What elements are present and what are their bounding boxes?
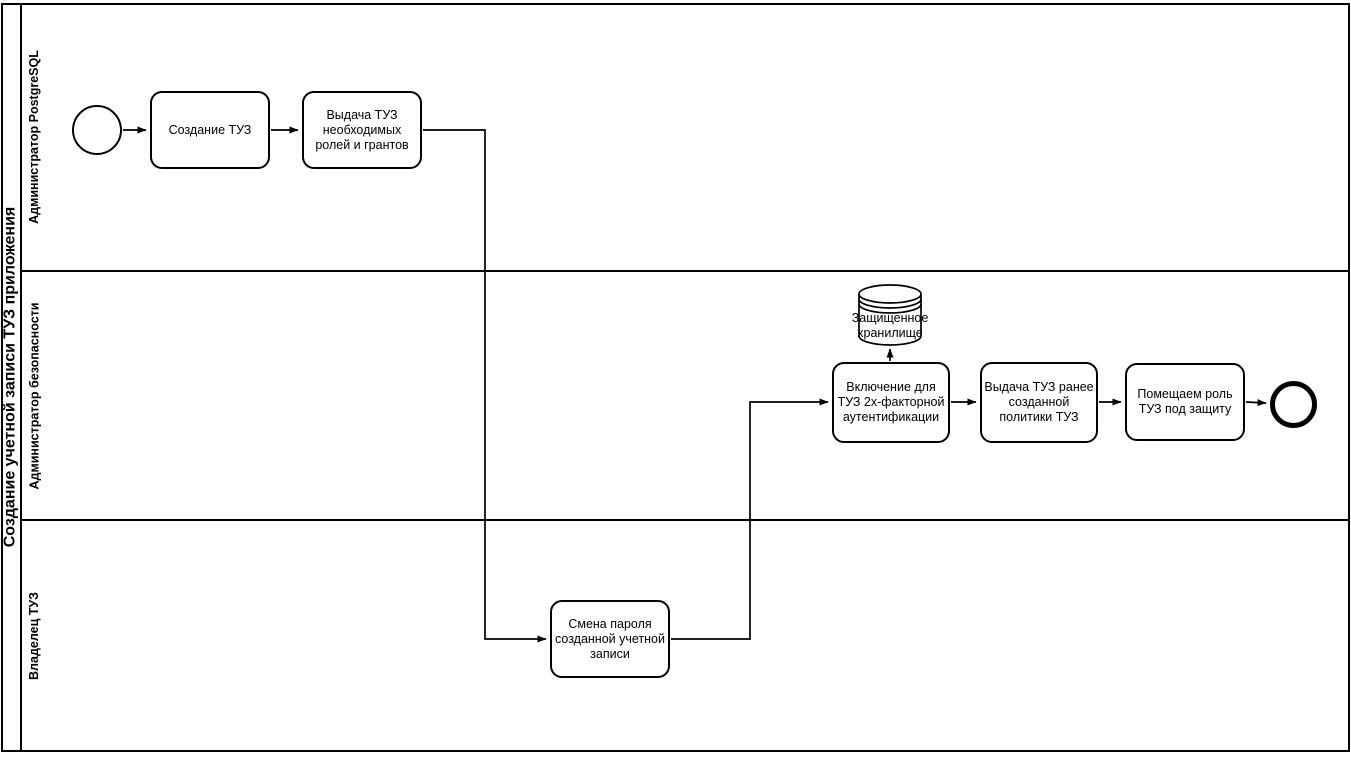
task-assign-policy[interactable]: Выдача ТУЗ ранее созданной политики ТУЗ: [980, 362, 1098, 443]
start-event[interactable]: [72, 105, 122, 155]
task-grant-roles[interactable]: Выдача ТУЗ необходимых ролей и грантов: [302, 91, 422, 169]
lane-label-administrator-security[interactable]: Администратор безопасности: [27, 302, 42, 490]
task-label: Создание ТУЗ: [168, 122, 252, 137]
pool-border: [1, 3, 1350, 752]
lane-divider-1: [20, 270, 1350, 272]
lane-label-administrator-postgresql[interactable]: Администратор PostgreSQL: [27, 50, 41, 224]
end-event[interactable]: [1270, 381, 1317, 428]
task-label: Смена пароля созданной учетной записи: [555, 616, 665, 661]
pool-title[interactable]: Создание учетной записи ТУЗ приложения: [1, 206, 19, 548]
lane-divider-2: [20, 519, 1350, 521]
task-label: Выдача ТУЗ ранее созданной политики ТУЗ: [984, 380, 1094, 424]
task-label: Помещаем роль ТУЗ под защиту: [1137, 387, 1233, 416]
pool-title-divider: [20, 3, 22, 752]
task-protect-role[interactable]: Помещаем роль ТУЗ под защиту: [1125, 363, 1245, 441]
task-label: Включение для ТУЗ 2х-факторной аутентифи…: [837, 380, 945, 424]
datastore-label: Защищенное хранилище: [851, 311, 929, 340]
lane-label-tuz-owner[interactable]: Владелец ТУЗ: [27, 592, 41, 680]
task-enable-2fa[interactable]: Включение для ТУЗ 2х-факторной аутентифи…: [832, 362, 950, 443]
task-create-tuz[interactable]: Создание ТУЗ: [150, 91, 270, 169]
task-change-password[interactable]: Смена пароля созданной учетной записи: [550, 600, 670, 678]
task-label: Выдача ТУЗ необходимых ролей и грантов: [315, 107, 409, 152]
